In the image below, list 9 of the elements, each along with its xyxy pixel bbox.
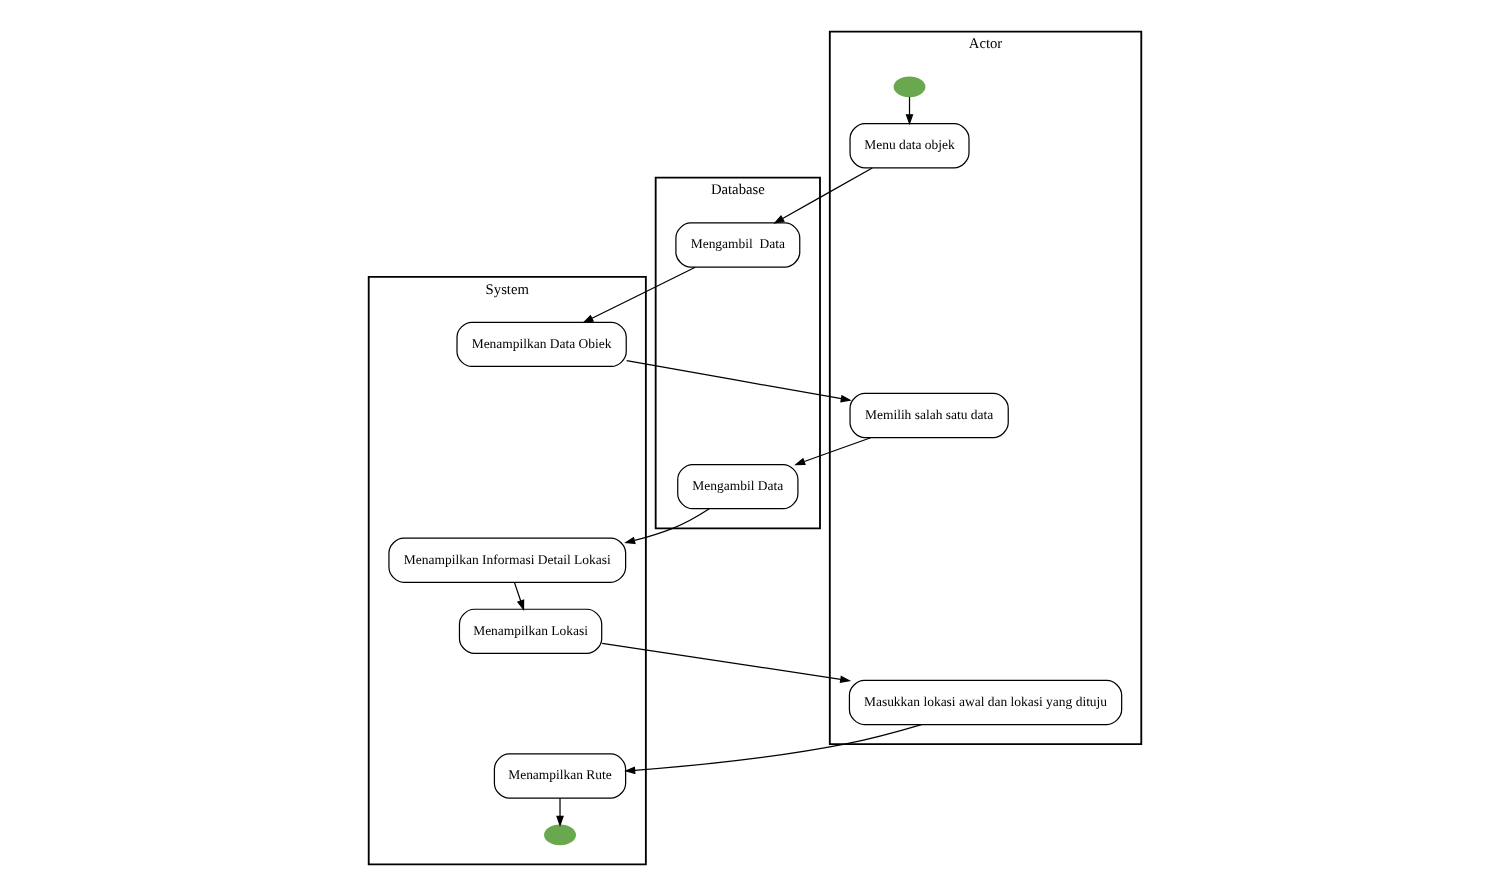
arrow bbox=[601, 642, 852, 684]
arrow bbox=[626, 360, 852, 403]
arrow bbox=[513, 581, 525, 612]
node-circle bbox=[544, 824, 576, 846]
arrow bbox=[556, 797, 564, 827]
arrow bbox=[794, 437, 872, 466]
arrow bbox=[582, 266, 696, 323]
node-circle bbox=[893, 76, 926, 98]
arrow bbox=[773, 167, 873, 224]
